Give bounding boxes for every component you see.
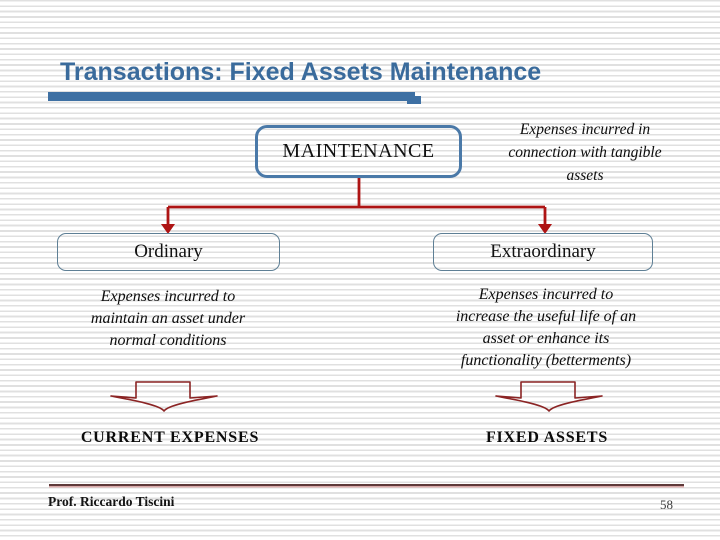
ordinary-description: Expenses incurred to maintain an asset u… [58,286,278,352]
current-expenses-label: CURRENT EXPENSES [80,429,260,446]
title-underline [48,92,421,104]
ordinary-box-label: Ordinary [134,241,203,262]
maintenance-note: Expenses incurred in connection with tan… [475,118,695,187]
description-line: Expenses incurred to [478,286,614,303]
note-line: Expenses incurred in [519,121,651,138]
extraordinary-box: Extraordinary [433,233,653,271]
note-line: connection with tangible [508,144,662,161]
description-line: asset or enhance its [482,330,610,347]
page-number: 58 [660,497,673,512]
maintenance-box: MAINTENANCE [255,125,462,178]
ordinary-box: Ordinary [57,233,280,271]
note-line: assets [566,167,604,184]
down-arrow-left-icon [110,381,218,412]
description-line: functionality (betterments) [460,352,632,369]
footer-author: Prof. Riccardo Tiscini [48,494,175,509]
description-line: Expenses incurred to [100,288,236,305]
description-line: normal conditions [109,332,227,349]
extraordinary-box-label: Extraordinary [490,241,596,262]
slide-title: Transactions: Fixed Assets Maintenance [60,58,542,86]
description-line: maintain an asset under [90,310,246,327]
fixed-assets-label: FIXED ASSETS [485,429,609,446]
title-underline-notch [407,96,421,104]
down-arrow-right-icon [495,381,603,412]
footer-divider [49,484,684,486]
extraordinary-description: Expenses incurred to increase the useful… [436,284,656,372]
description-line: increase the useful life of an [455,308,637,325]
maintenance-box-label: MAINTENANCE [282,140,435,162]
